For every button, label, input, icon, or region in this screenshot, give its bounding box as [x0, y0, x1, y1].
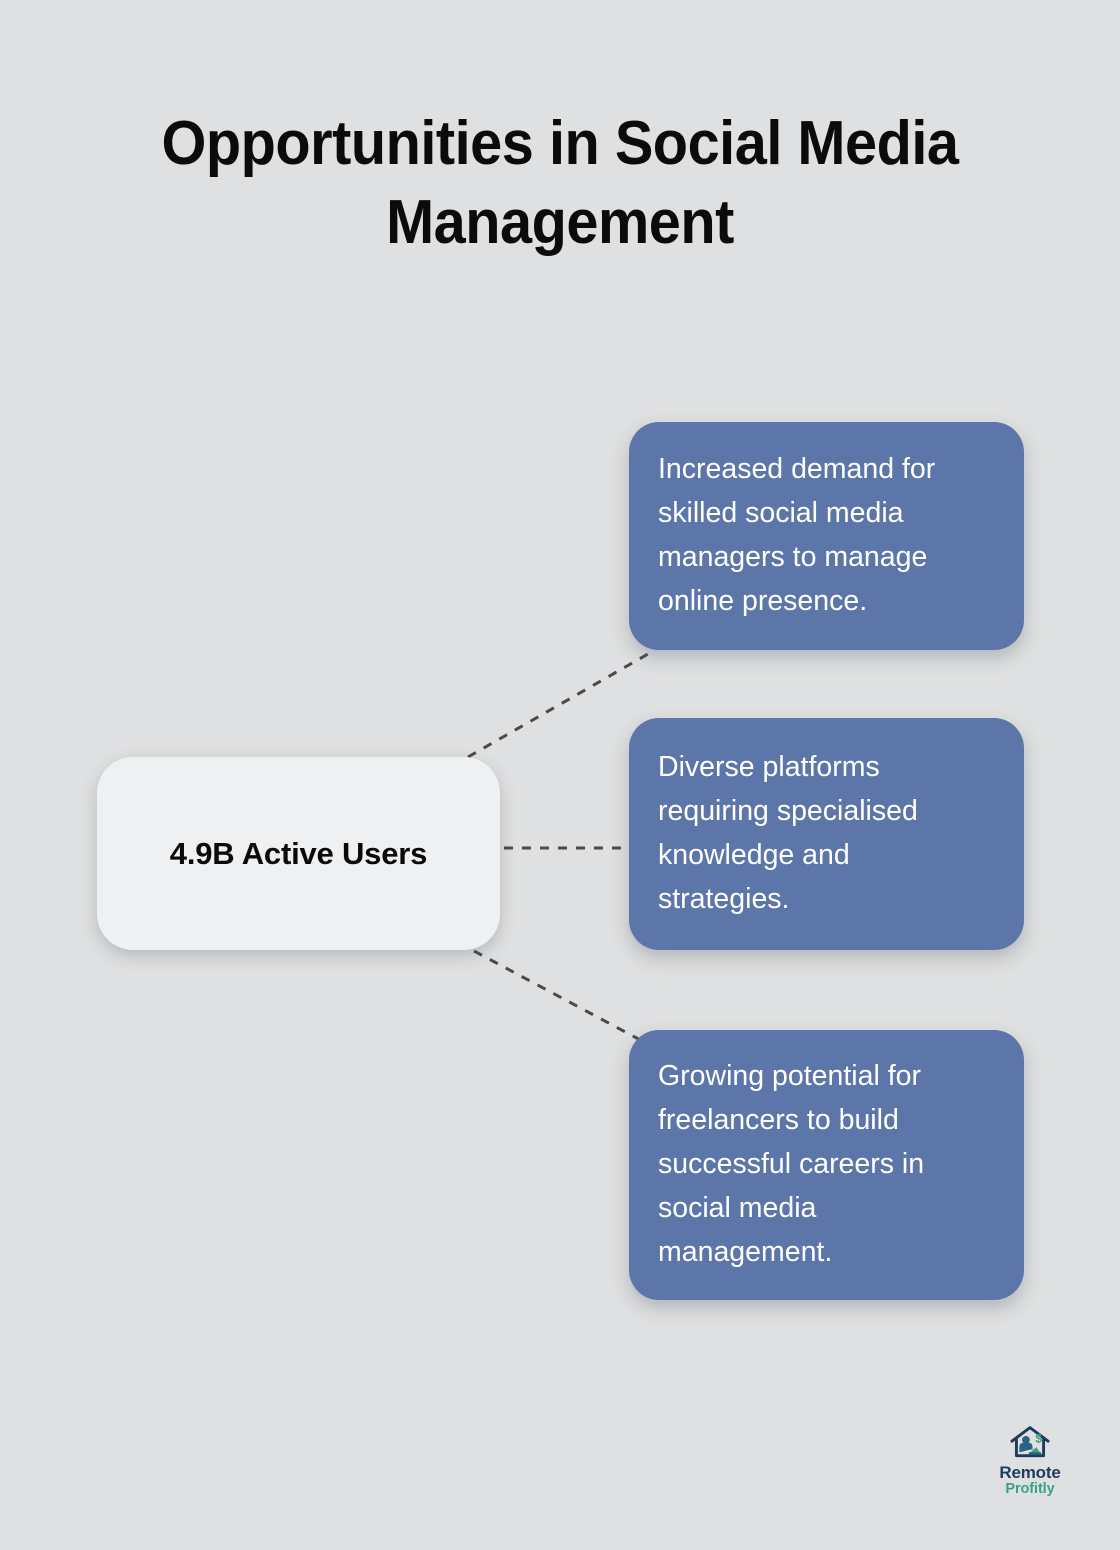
connector-line-1: [467, 652, 649, 759]
logo-word-remote: Remote: [999, 1463, 1061, 1482]
branch-card-1-text: Increased demand for skilled social medi…: [658, 453, 936, 617]
branch-card-1[interactable]: Increased demand for skilled social medi…: [629, 422, 1024, 650]
branch-card-3[interactable]: Growing potential for freelancers to bui…: [629, 1030, 1024, 1300]
page-title-line-1: Opportunities in Social Media: [161, 109, 959, 178]
svg-text:$: $: [1035, 1433, 1042, 1446]
branch-card-2[interactable]: Diverse platforms requiring specialised …: [629, 718, 1024, 950]
center-node-label: 4.9B Active Users: [169, 835, 428, 871]
branch-card-2-text: Diverse platforms requiring specialised …: [658, 751, 918, 915]
center-node[interactable]: 4.9B Active Users: [97, 757, 500, 950]
branch-card-3-text: Growing potential for freelancers to bui…: [658, 1060, 925, 1268]
page-title: Opportunities in Social Media Management: [95, 104, 1025, 263]
brand-logo[interactable]: $ Remote Profitly: [980, 1424, 1080, 1498]
page-title-line-2: Management: [386, 188, 734, 258]
connector-line-3: [473, 949, 647, 1045]
logo-word-profitly: Profitly: [1005, 1481, 1055, 1498]
house-laptop-dollar-icon: $: [1010, 1426, 1050, 1458]
